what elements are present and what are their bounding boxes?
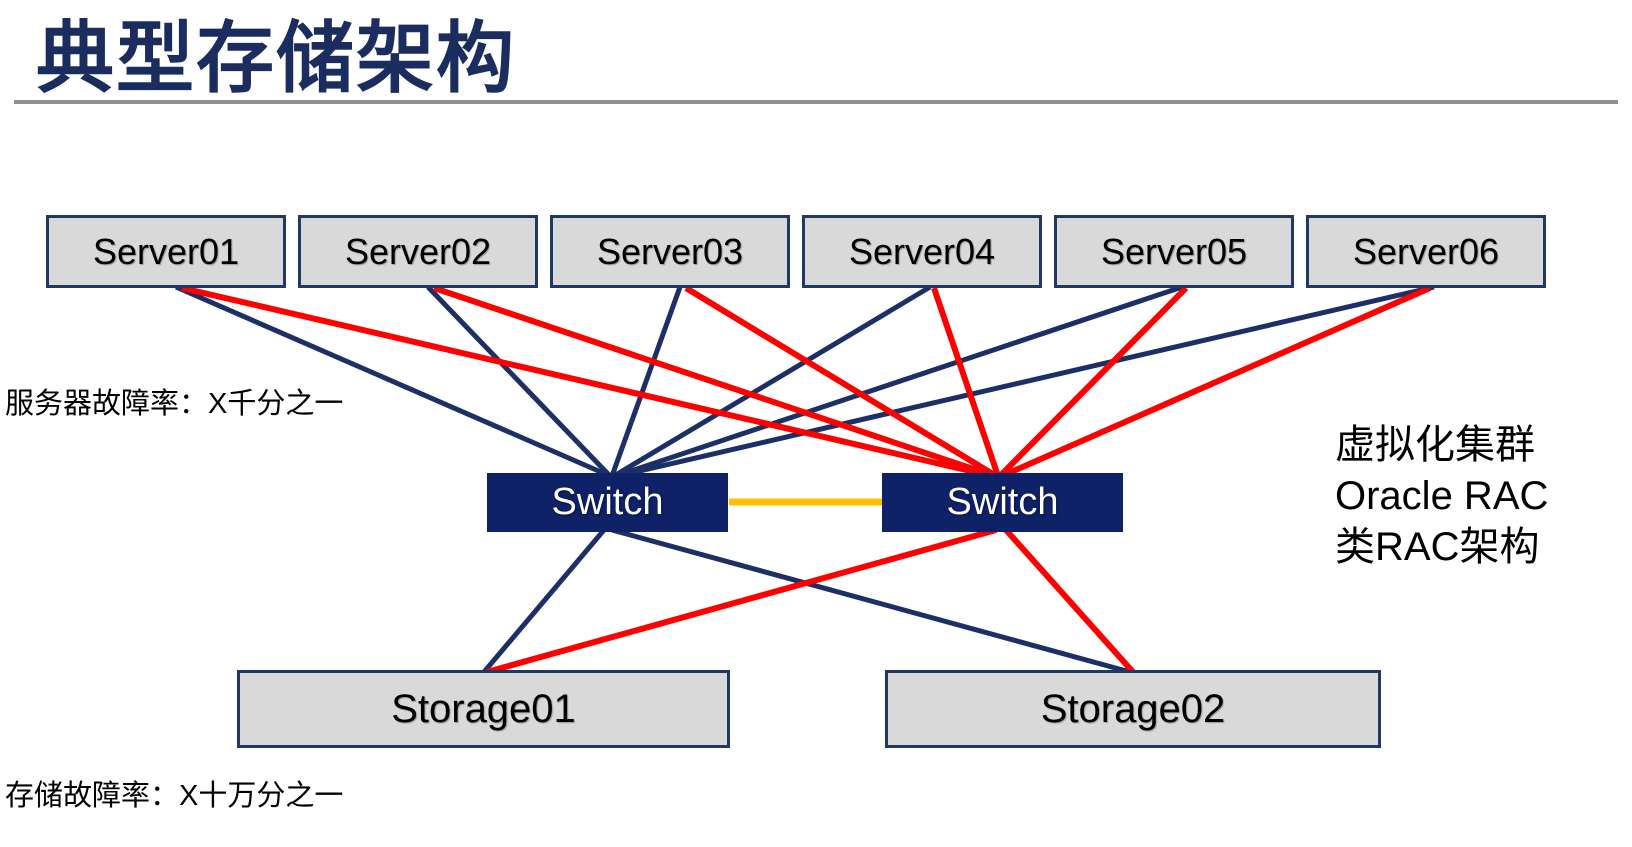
link-server02-switch-a — [426, 285, 612, 478]
link-server01-switch-b — [181, 285, 993, 479]
title-divider — [14, 100, 1618, 104]
link-server01-switch-a — [175, 284, 611, 479]
server-failure-rate-label: 服务器故障率：X千分之一 — [5, 388, 344, 420]
cluster-note-line-2: Oracle RAC — [1335, 474, 1549, 518]
server02-node: Server02 — [298, 215, 538, 288]
storage02-node: Storage02 — [885, 670, 1381, 748]
server04-node: Server04 — [802, 215, 1042, 288]
switch-b-node: Switch — [882, 473, 1123, 532]
link-server02-switch-b — [433, 285, 995, 479]
cluster-note-line-1: 虚拟化集群 — [1335, 423, 1535, 467]
switch-a-node: Switch — [487, 473, 728, 532]
page-title: 典型存储架构 — [36, 14, 517, 102]
server06-node: Server06 — [1306, 215, 1546, 288]
cluster-note: 虚拟化集群 Oracle RAC 类RAC架构 — [1335, 420, 1548, 573]
link-switch-b-storage02 — [1003, 528, 1136, 674]
storage01-node: Storage01 — [237, 670, 730, 748]
cluster-note-line-3: 类RAC架构 — [1335, 525, 1540, 569]
link-server05-switch-b — [997, 285, 1189, 479]
link-server04-switch-a — [612, 284, 932, 479]
link-server06-switch-a — [617, 284, 1435, 479]
server01-node: Server01 — [46, 215, 286, 288]
server03-node: Server03 — [550, 215, 790, 288]
link-switch-b-storage01 — [486, 527, 997, 675]
link-switch-a-storage02 — [611, 527, 1131, 675]
link-server04-switch-b — [931, 287, 1001, 477]
link-server05-switch-a — [615, 284, 1183, 479]
link-switch-a-storage01 — [482, 528, 606, 674]
server05-node: Server05 — [1054, 215, 1294, 288]
link-server03-switch-b — [684, 285, 998, 479]
storage-failure-rate-label: 存储故障率：X十万分之一 — [5, 780, 344, 812]
link-server03-switch-a — [609, 286, 683, 477]
link-server06-switch-b — [1000, 285, 1432, 479]
